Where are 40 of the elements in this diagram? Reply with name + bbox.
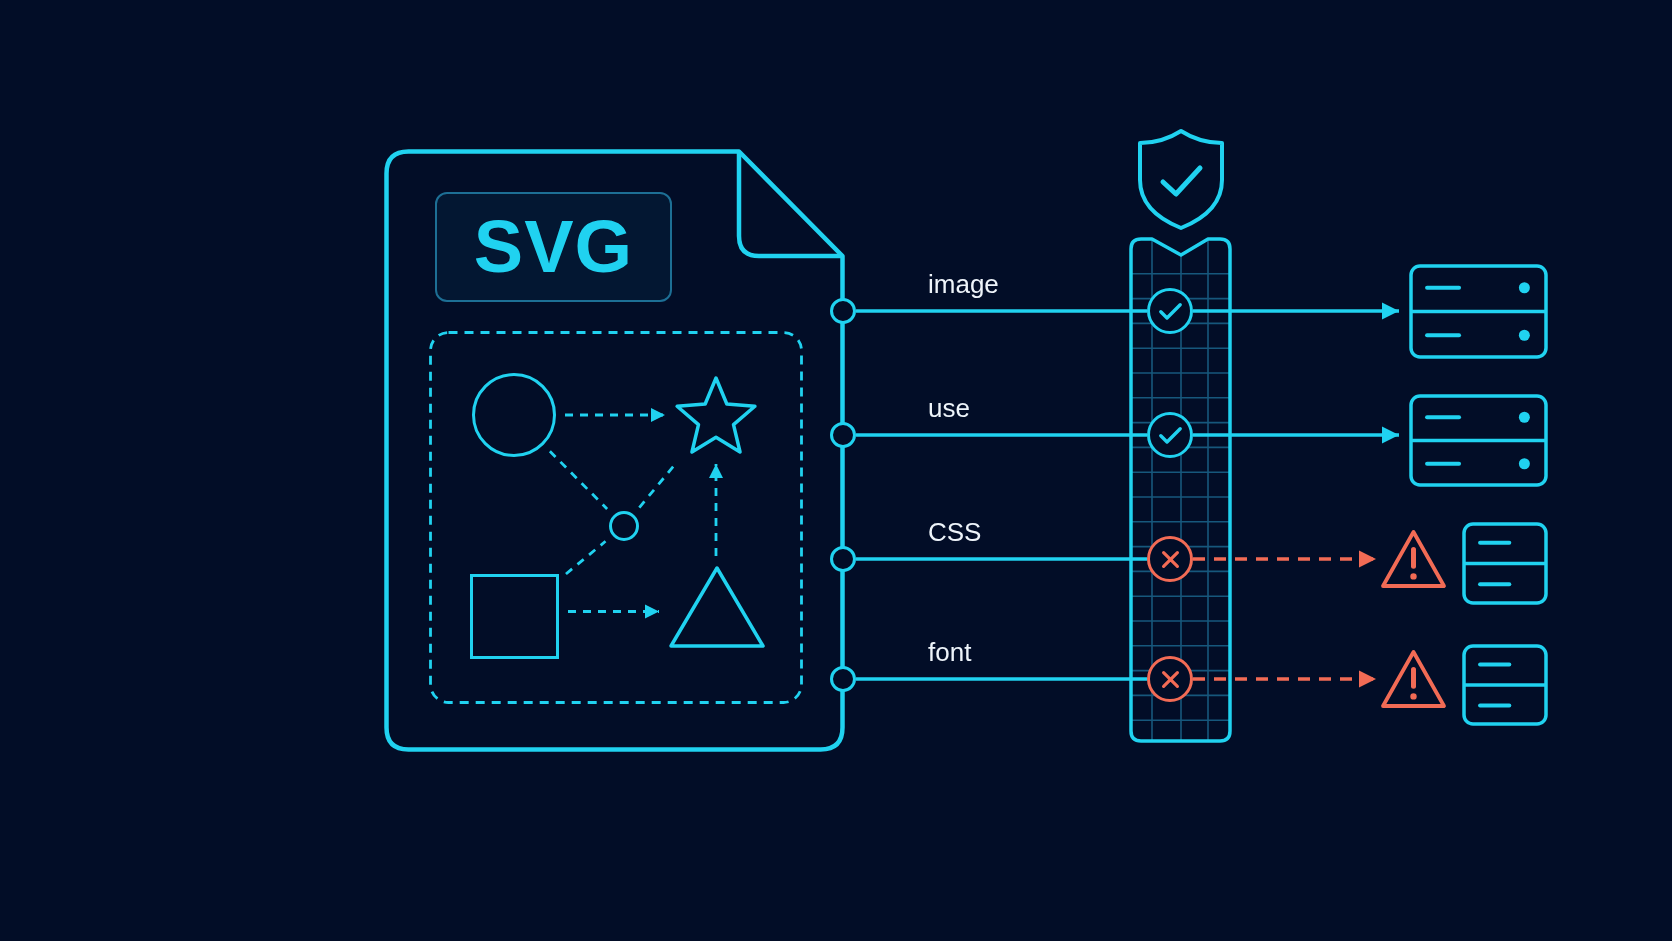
dashed-frame xyxy=(429,331,803,704)
server-icon xyxy=(1409,394,1548,487)
warning-icon xyxy=(1380,529,1447,589)
star-shape xyxy=(674,375,758,455)
server-icon xyxy=(1462,522,1548,605)
arrow xyxy=(565,408,665,422)
circle-shape xyxy=(609,511,639,541)
server-icon xyxy=(1462,644,1548,726)
connector-line xyxy=(856,433,1147,437)
arrow xyxy=(1193,550,1376,568)
connector-line xyxy=(565,540,607,576)
arrow xyxy=(568,604,659,619)
server-icon xyxy=(1409,264,1548,359)
circle-shape xyxy=(472,373,556,457)
file-type-label: SVG xyxy=(435,192,672,302)
firewall-column xyxy=(1129,237,1232,743)
status-circle xyxy=(1147,656,1193,702)
connector-line xyxy=(856,677,1147,681)
square-shape xyxy=(470,574,559,659)
edge-label: font xyxy=(928,637,972,667)
edge-label: image xyxy=(928,269,999,299)
arrow xyxy=(1193,426,1399,444)
connector-line xyxy=(548,450,609,510)
connector-port xyxy=(830,546,856,572)
warning-icon xyxy=(1380,649,1447,709)
status-circle xyxy=(1147,412,1193,458)
arrow xyxy=(709,464,723,556)
connector-port xyxy=(830,298,856,324)
edge-label: CSS xyxy=(928,517,982,547)
triangle-shape xyxy=(668,565,766,649)
document-outline xyxy=(384,149,845,752)
connector-port xyxy=(830,422,856,448)
arrow xyxy=(1193,670,1376,688)
arrow xyxy=(1193,302,1399,320)
connector-line xyxy=(856,309,1147,313)
status-circle xyxy=(1147,288,1193,334)
edge-label: use xyxy=(928,393,970,423)
connector-port xyxy=(830,666,856,692)
status-circle xyxy=(1147,536,1193,582)
connector-line xyxy=(856,557,1147,561)
